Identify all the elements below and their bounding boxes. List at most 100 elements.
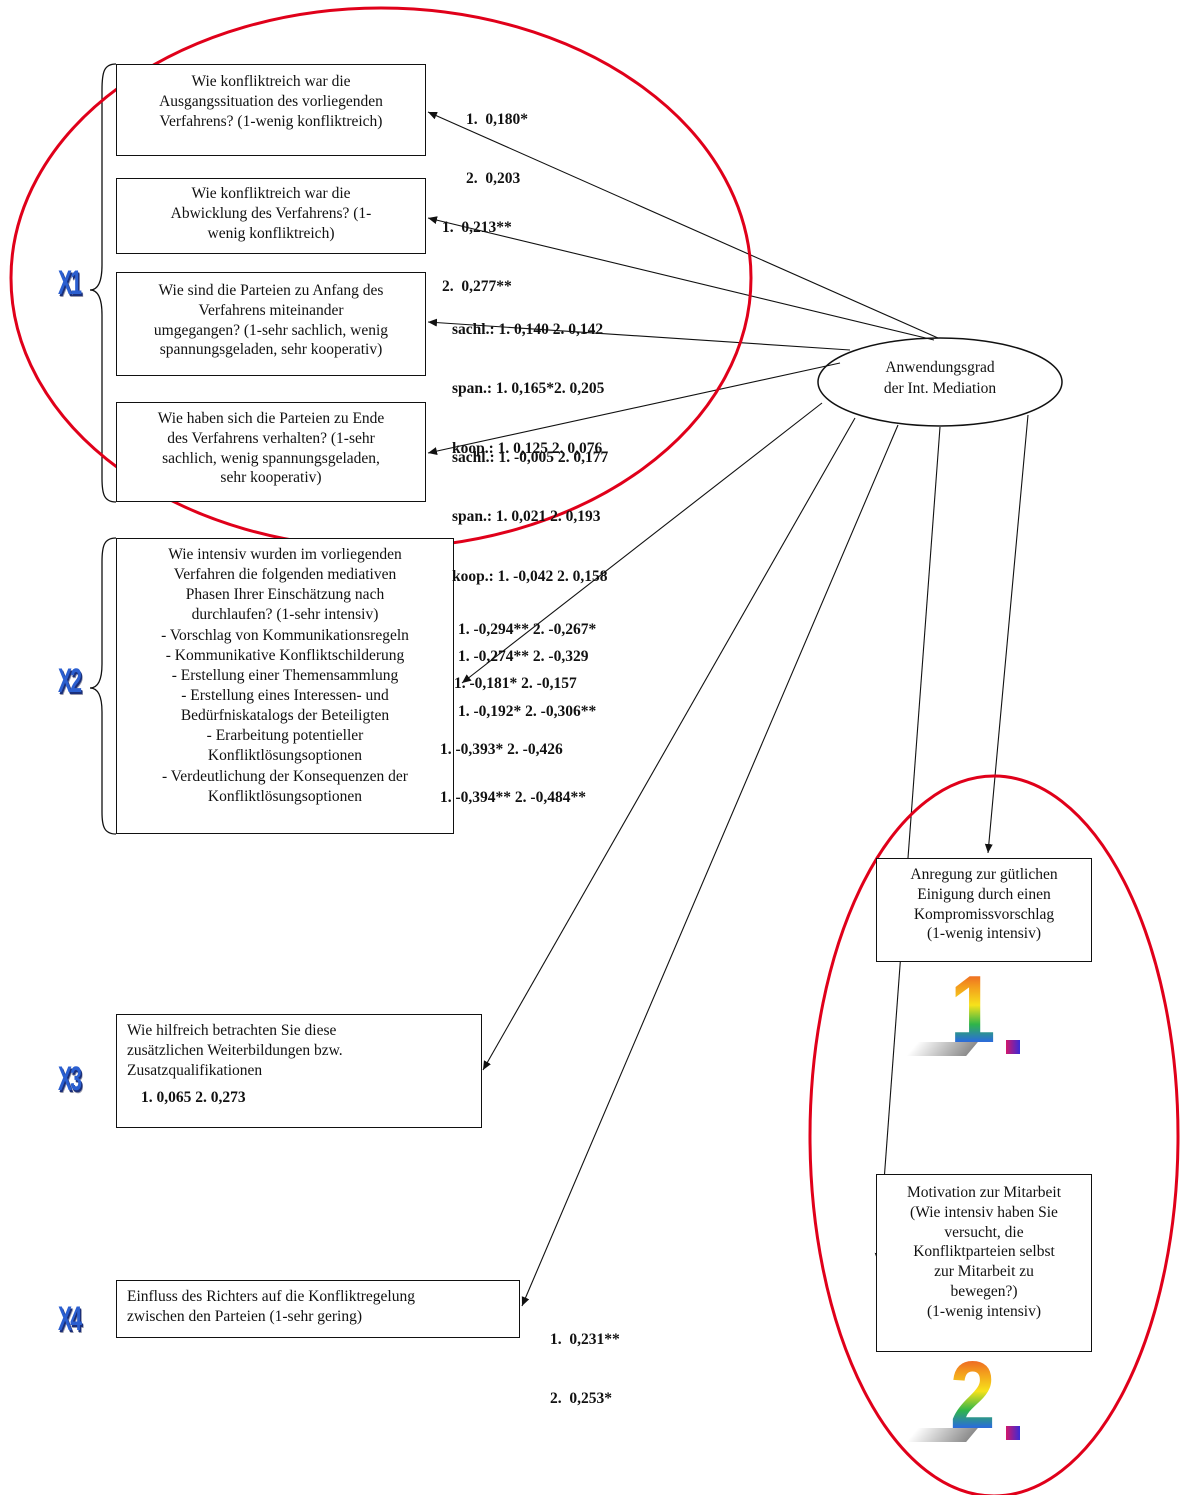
coef-line: 2. 0,253*: [550, 1390, 612, 1408]
central-node-label: Anwendungsgrad der Int. Mediation: [840, 358, 1040, 400]
q1-line: Verfahrens? (1-wenig konfliktreich): [159, 112, 383, 130]
o1-line: Anregung zur gütlichen: [910, 866, 1058, 883]
q5-line: Phasen Ihrer Einschätzung nach: [185, 586, 385, 604]
coef-line: 1. 0,180*: [466, 110, 528, 128]
coef-line: span.: 1. 0,165*2. 0,205: [452, 380, 605, 398]
o2-line: versucht, die: [944, 1223, 1024, 1241]
coef-line: 1. -0,393* 2. -0,426: [440, 741, 563, 758]
q5-line: - Erarbeitung potentieller: [206, 727, 364, 745]
q5-line: Konfliktlösungsoptionen: [207, 747, 363, 765]
arrow-to-q6: [482, 417, 856, 1071]
q3-line: Verfahrens miteinander: [198, 301, 344, 319]
q4-line: Wie haben sich die Parteien zu Ende: [157, 410, 385, 427]
coef-line: koop.: 1. -0,042 2. 0,158: [452, 567, 608, 585]
highlight-ellipse-outcomes: [808, 774, 1180, 1495]
o2-line: Motivation zur Mitarbeit: [906, 1184, 1062, 1201]
coefficients-q5: 1. -0,294** 2. -0,267* 1. -0,274** 2. -0…: [440, 622, 596, 805]
arrow-to-q1: [427, 111, 939, 339]
coefficients-q2: 1. 0,213** 2. 0,277**: [442, 178, 512, 317]
q5-line: Konfliktlösungsoptionen: [207, 787, 363, 805]
central-node-line-1: Anwendungsgrad: [885, 359, 995, 376]
arrow-to-q7: [521, 424, 899, 1307]
coef-line: 1. 0,231**: [550, 1330, 620, 1348]
q4-line: sehr kooperativ): [220, 469, 322, 487]
question-box-q5: Wie intensiv wurden im vorliegenden Verf…: [116, 538, 454, 834]
rank-second: 2: [906, 1342, 1036, 1449]
outcome-box-2: Motivation zur Mitarbeit (Wie intensiv h…: [876, 1174, 1092, 1352]
coef-line: 1. -0,394** 2. -0,484**: [440, 789, 586, 806]
outcome-box-1: Anregung zur gütlichen Einigung durch ei…: [876, 858, 1092, 962]
arrow-to-q2: [427, 216, 935, 341]
group-label-x2: X2: [58, 662, 82, 700]
o2-line: Konfliktparteien selbst: [913, 1243, 1055, 1261]
q4-line: sachlich, wenig spannungsgeladen,: [162, 449, 380, 467]
q5-line: - Erstellung einer Themensammlung: [171, 666, 399, 684]
q5-line: - Verdeutlichung der Konsequenzen der: [162, 767, 408, 785]
o2-line: bewegen?): [950, 1283, 1018, 1301]
coef-line: 2. 0,277**: [442, 278, 512, 296]
coef-line: sachl.: 1. -0,005 2. 0,177: [452, 448, 609, 466]
question-box-q1: Wie konfliktreich war die Ausgangssituat…: [116, 64, 426, 156]
coef-line: 1. -0,181* 2. -0,157: [454, 675, 577, 692]
q3-line: Wie sind die Parteien zu Anfang des: [158, 282, 384, 299]
q6-line: Zusatzqualifikationen: [127, 1061, 263, 1079]
arrow-to-o2: [874, 426, 941, 1263]
question-box-q6: Wie hilfreich betrachten Sie diese zusät…: [116, 1014, 482, 1128]
arrow-to-q3: [427, 318, 851, 351]
group-label-x1: X1: [58, 264, 82, 302]
o1-line: Kompromissvorschlag: [913, 905, 1055, 923]
q7-line: Einfluss des Richters auf die Konfliktre…: [127, 1288, 415, 1305]
coef-line: sachl.: 1. 0,140 2. 0,142: [452, 320, 604, 338]
q7-line: zwischen den Parteien (1-sehr gering): [127, 1307, 362, 1325]
q5-line: Bedürfniskatalogs der Beteiligten: [180, 707, 390, 725]
q5-line: Wie intensiv wurden im vorliegenden: [168, 546, 402, 563]
coefficients-q3: sachl.: 1. 0,140 2. 0,142 span.: 1. 0,16…: [452, 280, 604, 478]
q3-line: umgegangen? (1-sehr sachlich, wenig: [153, 321, 389, 339]
q6-line: Wie hilfreich betrachten Sie diese: [127, 1022, 337, 1039]
o2-line: (1-wenig intensiv): [926, 1302, 1042, 1320]
arrow-to-q5: [461, 402, 823, 684]
arrow-to-o1: [984, 414, 1029, 854]
question-box-q4: Wie haben sich die Parteien zu Ende des …: [116, 402, 426, 502]
coef-line: 2. 0,203: [466, 170, 521, 188]
q3-line: spannungsgeladen, sehr kooperativ): [159, 341, 383, 359]
rank-dot: [1006, 1426, 1020, 1440]
coef-line: koop.: 1. 0,125 2. 0,076: [452, 439, 603, 457]
o1-line: Einigung durch einen: [917, 885, 1051, 903]
o1-line: (1-wenig intensiv): [926, 925, 1042, 943]
coefficients-q4: sachl.: 1. -0,005 2. 0,177 span.: 1. 0,0…: [452, 408, 608, 606]
coef-line: 1. -0,192* 2. -0,306**: [458, 703, 597, 720]
q2-line: wenig konfliktreich): [207, 224, 335, 242]
rank-first-digit: 1: [950, 956, 996, 1063]
question-box-q3: Wie sind die Parteien zu Anfang des Verf…: [116, 272, 426, 376]
arrow-to-q4: [427, 362, 841, 455]
q4-line: des Verfahrens verhalten? (1-sehr: [167, 429, 375, 447]
q2-line: Abwicklung des Verfahrens? (1-: [170, 204, 372, 222]
central-node-line-2: der Int. Mediation: [883, 379, 997, 397]
coef-line: span.: 1. 0,021 2. 0,193: [452, 508, 601, 526]
q6-coefficients: 1. 0,065 2. 0,273: [141, 1089, 246, 1107]
rank-first: 1: [906, 956, 1036, 1063]
coefficients-q7: 1. 0,231** 2. 0,253*: [550, 1290, 620, 1429]
rank-second-digit: 2: [950, 1342, 996, 1449]
q5-line: - Kommunikative Konfliktschilderung: [165, 646, 405, 664]
q5-line: durchlaufen? (1-sehr intensiv): [191, 606, 379, 624]
q6-line: zusätzlichen Weiterbildungen bzw.: [127, 1041, 343, 1059]
coefficients-q1: 1. 0,180* 2. 0,203: [466, 70, 528, 209]
bracket-x2: [89, 537, 117, 835]
q2-line: Wie konfliktreich war die: [191, 185, 351, 202]
o2-line: (Wie intensiv haben Sie: [910, 1203, 1058, 1221]
bracket-x1: [89, 63, 117, 503]
rank-dot: [1006, 1040, 1020, 1054]
group-label-x3: X3: [58, 1060, 82, 1098]
coef-line: 1. 0,213**: [442, 218, 512, 236]
coef-line: 1. -0,274** 2. -0,329: [458, 648, 589, 665]
question-box-q2: Wie konfliktreich war die Abwicklung des…: [116, 178, 426, 254]
group-label-x4: X4: [58, 1300, 82, 1338]
q1-line: Wie konfliktreich war die: [191, 73, 351, 90]
q5-line: - Erstellung eines Interessen- und: [181, 686, 389, 704]
question-box-q7: Einfluss des Richters auf die Konfliktre…: [116, 1280, 520, 1338]
o2-line: zur Mitarbeit zu: [934, 1263, 1034, 1281]
q5-line: Verfahren die folgenden mediativen: [173, 566, 397, 584]
